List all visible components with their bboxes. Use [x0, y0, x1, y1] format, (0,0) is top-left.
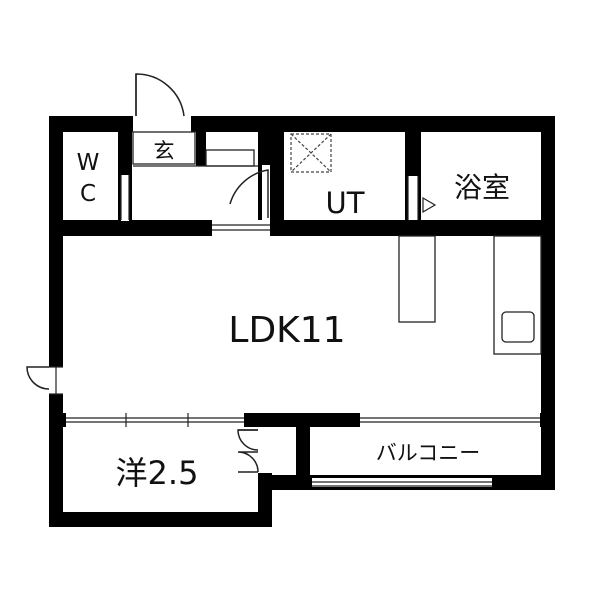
kitchen-fixtures — [398, 235, 542, 355]
western-room-label: 洋2.5 — [116, 454, 199, 492]
ldk-label: LDK11 — [228, 310, 345, 351]
kitchen-counter — [398, 235, 436, 323]
sink-icon — [501, 311, 535, 343]
utility-label: UT — [326, 186, 365, 220]
room-labels: W C 玄 UT 浴室 LDK11 洋2.5 バルコニー — [77, 139, 510, 492]
bath-door-marker — [422, 196, 437, 214]
wc-label-line2: C — [80, 181, 96, 207]
door-swings — [26, 73, 269, 473]
wc-label-line1: W — [77, 150, 100, 176]
window-details — [49, 175, 540, 487]
balcony-label: バルコニー — [376, 441, 481, 465]
washer-space-icon — [290, 133, 332, 173]
bath-label: 浴室 — [454, 171, 510, 204]
entrance-structure — [132, 131, 258, 167]
entrance-label: 玄 — [154, 139, 175, 163]
